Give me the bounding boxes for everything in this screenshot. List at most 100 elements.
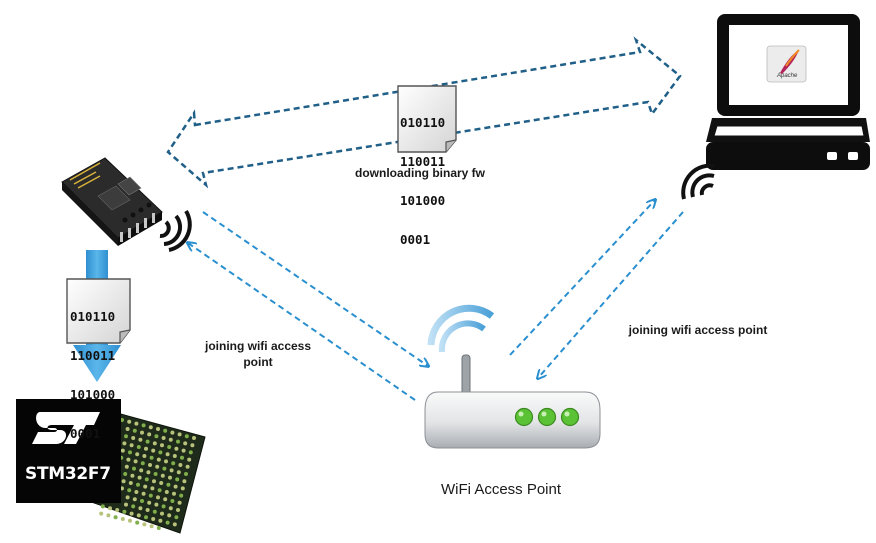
bga-ball [100,504,105,509]
bga-ball [149,524,154,529]
laptop-wifi-signal-icon [681,163,716,200]
bga-ball [129,511,134,516]
bga-ball [177,500,182,505]
bga-ball [136,482,140,487]
bga-ball [185,464,190,469]
binary-line: 010110 [70,309,116,324]
laptop-to-router-arrow [538,211,684,378]
binary-line: 110011 [400,154,446,169]
router-to-esp-arrow [188,243,416,401]
binary-file-left-icon [66,278,131,344]
bga-ball [124,434,128,439]
bga-ball [156,526,161,530]
binary-file-left-text: 010110 110011 101000 0001 [70,284,115,453]
bga-ball [154,434,159,439]
bga-ball [142,454,147,458]
bga-ball [125,495,130,500]
bga-ball [184,434,189,439]
bga-ball [158,450,163,455]
bga-ball [173,484,178,489]
bga-ball [160,511,164,516]
bga-ball [113,515,118,520]
bga-ball [172,491,176,496]
bga-ball [170,499,175,503]
bga-ball [148,463,152,467]
binary-line: 0001 [70,426,101,441]
bga-ball [167,513,172,518]
join-right-label: joining wifi access point [628,323,768,337]
bga-ball [147,432,152,437]
bga-ball [151,517,156,521]
bga-ball [144,477,149,482]
router-to-laptop-arrow [509,200,655,356]
bga-ball [99,511,104,516]
bga-ball [127,419,132,424]
bga-ball [143,484,148,489]
bga-ball [145,439,150,444]
bga-ball [167,445,172,449]
bga-ball [178,463,183,467]
bga-ball [188,450,193,455]
bga-ball [161,504,166,509]
bga-ball [152,479,156,484]
bga-ball [134,490,139,494]
binary-line: 101000 [70,387,116,402]
bga-ball [120,448,125,453]
bga-ball [120,517,125,521]
bga-ball [176,470,181,475]
bga-ball [131,504,136,509]
laptop-icon [706,14,870,170]
bga-ball [152,441,157,446]
bga-ball [147,500,152,505]
esp-to-router-arrow [202,211,428,366]
bga-ball [126,457,131,462]
binary-line: 110011 [70,348,116,363]
bga-ball [169,468,174,473]
download-double-arrow [166,36,682,189]
bga-ball [140,430,144,435]
bga-ball [123,472,128,476]
bga-ball [148,425,153,430]
download-label: downloading binary fw [355,166,485,180]
bga-ball [145,508,150,512]
bga-ball [144,446,148,451]
bga-ball [190,443,195,448]
bga-ball [182,479,187,484]
bga-ball [160,443,164,448]
bga-ball [128,481,133,485]
access-point-label: WiFi Access Point [441,481,562,498]
binary-file-text: 010110 110011 101000 0001 [400,90,445,259]
bga-ball [148,493,153,498]
bga-ball [160,473,165,478]
bga-ball [184,472,188,476]
bga-ball [135,452,140,457]
esp8266-module-icon [61,157,163,246]
bga-ball [180,486,185,491]
bga-ball [138,506,143,511]
bga-ball [176,508,180,512]
bga-ball [164,459,168,464]
bga-ball [128,518,132,523]
bga-ball [192,436,196,440]
bga-ball [122,441,127,446]
bga-ball [152,509,157,514]
bga-ball [149,455,154,460]
bga-ball [139,468,144,473]
binary-line: 0001 [400,232,431,247]
router-icon [424,304,601,449]
bga-ball [141,423,146,428]
bga-ball [125,427,130,431]
wifi-signal-icon [159,209,192,252]
bga-ball [174,515,179,520]
bga-ball [130,473,135,478]
bga-ball [153,472,158,476]
bga-ball [142,522,147,527]
bga-ball [136,445,141,449]
bga-ball [115,508,120,512]
bga-ball [163,428,168,433]
bga-ball [168,506,173,511]
binary-line: 010110 [400,115,446,130]
bga-ball [181,448,186,453]
bga-ball [132,497,137,502]
